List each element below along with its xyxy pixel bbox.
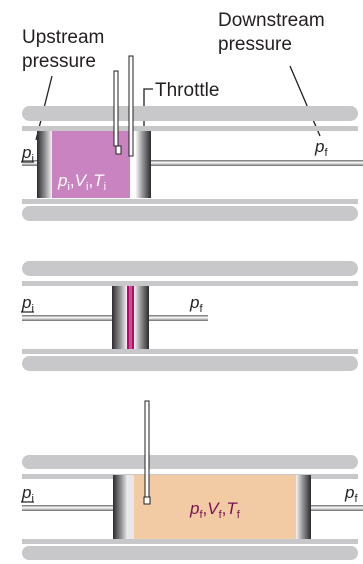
downstream-leader bbox=[289, 65, 321, 137]
p-f-right-3: pf bbox=[344, 483, 358, 505]
throttle-label: Throttle bbox=[155, 80, 219, 101]
tube-bottom-inner bbox=[22, 199, 358, 204]
initial-state-label: pi,Vi,Ti bbox=[57, 171, 106, 193]
thermometer-stem-2 bbox=[113, 70, 119, 147]
thermometer-bulb-3 bbox=[143, 496, 151, 505]
tube-bottom-inner-2 bbox=[22, 349, 358, 354]
right-rod-3 bbox=[311, 505, 363, 511]
tube-bottom-inner-3 bbox=[22, 539, 358, 544]
downstream-label-line2: pressure bbox=[218, 34, 292, 55]
thermometer-bulb bbox=[115, 145, 122, 155]
tube-top-wall bbox=[22, 106, 358, 121]
left-piston-3 bbox=[113, 475, 128, 539]
left-piston-2 bbox=[112, 286, 127, 349]
left-rod-3 bbox=[22, 505, 114, 511]
tube-bottom-wall-3 bbox=[22, 546, 358, 560]
p-i-left-3: pi bbox=[21, 483, 34, 505]
left-rod-2 bbox=[22, 315, 117, 321]
tube-bottom-wall bbox=[22, 206, 358, 221]
tube-top-wall-2 bbox=[22, 261, 358, 276]
throttle-plug-3 bbox=[128, 475, 134, 539]
right-piston-2 bbox=[134, 286, 149, 349]
tube-bottom-wall-2 bbox=[22, 356, 358, 371]
left-piston bbox=[37, 131, 52, 198]
upstream-label-line1: Upstream bbox=[22, 27, 104, 48]
plug-highlight bbox=[129, 286, 132, 349]
right-rod-2 bbox=[148, 315, 208, 321]
tube-top-inner-2 bbox=[22, 281, 358, 286]
p-f-right-1: pf bbox=[314, 137, 328, 159]
upstream-label-line2: pressure bbox=[22, 51, 96, 72]
final-gas-region bbox=[134, 475, 296, 539]
right-piston-3 bbox=[296, 475, 311, 539]
tube-top-wall-3 bbox=[22, 455, 358, 469]
panel-initial-state: pi pf pi,Vi,Ti bbox=[21, 55, 363, 221]
right-piston-rod bbox=[151, 160, 363, 166]
final-state-label: pf,Vf,Tf bbox=[189, 499, 241, 521]
thermometer-stem-3 bbox=[144, 400, 150, 499]
thermometer-stem bbox=[128, 55, 134, 157]
downstream-label-line1: Downstream bbox=[218, 10, 325, 31]
panel-final-state: pi pf pf,Vf,Tf bbox=[21, 400, 363, 560]
p-i-left-2: pi bbox=[21, 293, 34, 315]
throttle-plug bbox=[136, 131, 151, 198]
tube-top-inner bbox=[22, 126, 358, 131]
p-f-right-2: pf bbox=[189, 293, 203, 315]
left-piston-rod bbox=[22, 160, 38, 166]
p-i-left-1: pi bbox=[21, 143, 34, 165]
panel-throttling: pi pf bbox=[21, 261, 358, 371]
